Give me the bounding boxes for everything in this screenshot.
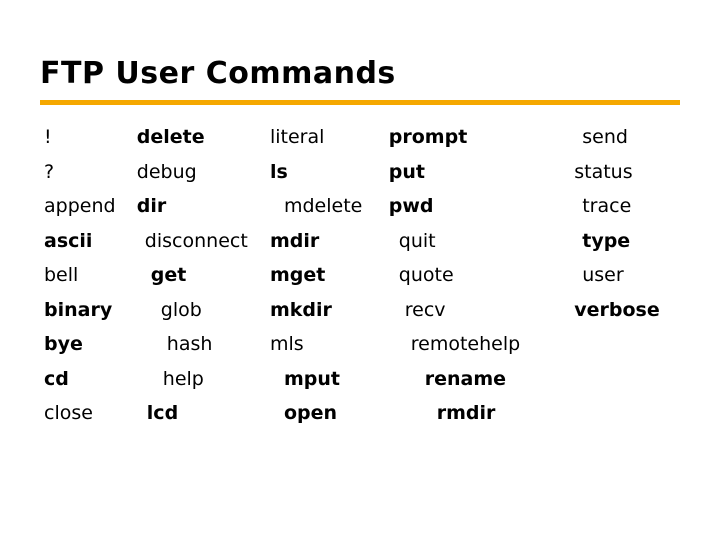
table-row: ascii disconnect mdir quit type [40, 224, 680, 259]
command-cell-glob: glob [160, 298, 202, 321]
command-cell-: ? [44, 160, 55, 183]
command-cell-debug: debug [136, 160, 197, 183]
command-cell-open: open [283, 402, 338, 424]
command-cell-put: put [388, 160, 425, 183]
table-row: cd help mput rename [40, 362, 680, 397]
command-cell-append: append [44, 195, 116, 217]
command-cell-cd: cd [44, 367, 69, 390]
command-cell-ls: ls [269, 160, 288, 183]
command-cell-quote: quote [398, 264, 454, 286]
command-cell-prompt: prompt [388, 126, 468, 148]
table-row: ? debug ls put status [40, 155, 680, 190]
command-cell-mkdir: mkdir [269, 298, 332, 321]
command-cell-close: close [44, 402, 93, 424]
command-cell-type: type [582, 229, 631, 252]
command-cell-lcd: lcd [146, 402, 179, 424]
ftp-commands-table: ! delete literal prompt send? debug ls put statu… [40, 120, 680, 431]
command-cell-binary: binary [44, 298, 113, 321]
command-cell-quit: quit [398, 229, 436, 252]
command-cell-empty [538, 396, 680, 431]
command-cell-empty [538, 362, 680, 397]
table-row: ! delete literal prompt send [40, 120, 680, 155]
command-cell-bell: bell [44, 264, 79, 286]
table-row: append dir mdelete pwd trace [40, 189, 680, 224]
command-cell-pwd: pwd [388, 195, 434, 217]
command-cell-get: get [150, 264, 187, 286]
table-body: ! delete literal prompt send? debug ls put statu… [40, 120, 680, 431]
command-cell-user: user [582, 264, 624, 286]
page-title: FTP User Commands [40, 56, 396, 91]
command-cell-recv: recv [404, 298, 446, 321]
table-row: close lcd open rmdir [40, 396, 680, 431]
table-row: bell get mget quote user [40, 258, 680, 293]
command-cell-delete: delete [136, 126, 205, 148]
command-cell-: ! [44, 126, 52, 148]
command-cell-mls: mls [269, 333, 304, 355]
table-row: bye hash mls remotehelp [40, 327, 680, 362]
command-cell-rename: rename [424, 367, 507, 390]
command-cell-send: send [582, 126, 628, 148]
command-cell-hash: hash [166, 333, 213, 355]
command-cell-mdir: mdir [269, 229, 320, 252]
command-cell-rmdir: rmdir [436, 402, 496, 424]
command-cell-verbose: verbose [574, 298, 660, 321]
title-underline-rule [40, 100, 680, 105]
command-cell-mget: mget [269, 264, 326, 286]
command-cell-bye: bye [44, 333, 83, 355]
command-cell-disconnect: disconnect [144, 229, 248, 252]
command-cell-remotehelp: remotehelp [410, 333, 521, 355]
table-row: binary glob mkdir recv verbose [40, 293, 680, 328]
command-cell-dir: dir [136, 195, 167, 217]
command-cell-mput: mput [283, 367, 340, 390]
command-cell-help: help [162, 367, 204, 390]
command-cell-trace: trace [582, 195, 632, 217]
command-cell-status: status [574, 160, 633, 183]
command-cell-mdelete: mdelete [283, 195, 363, 217]
command-cell-literal: literal [269, 126, 325, 148]
command-cell-ascii: ascii [44, 229, 93, 252]
command-cell-empty [538, 327, 680, 362]
